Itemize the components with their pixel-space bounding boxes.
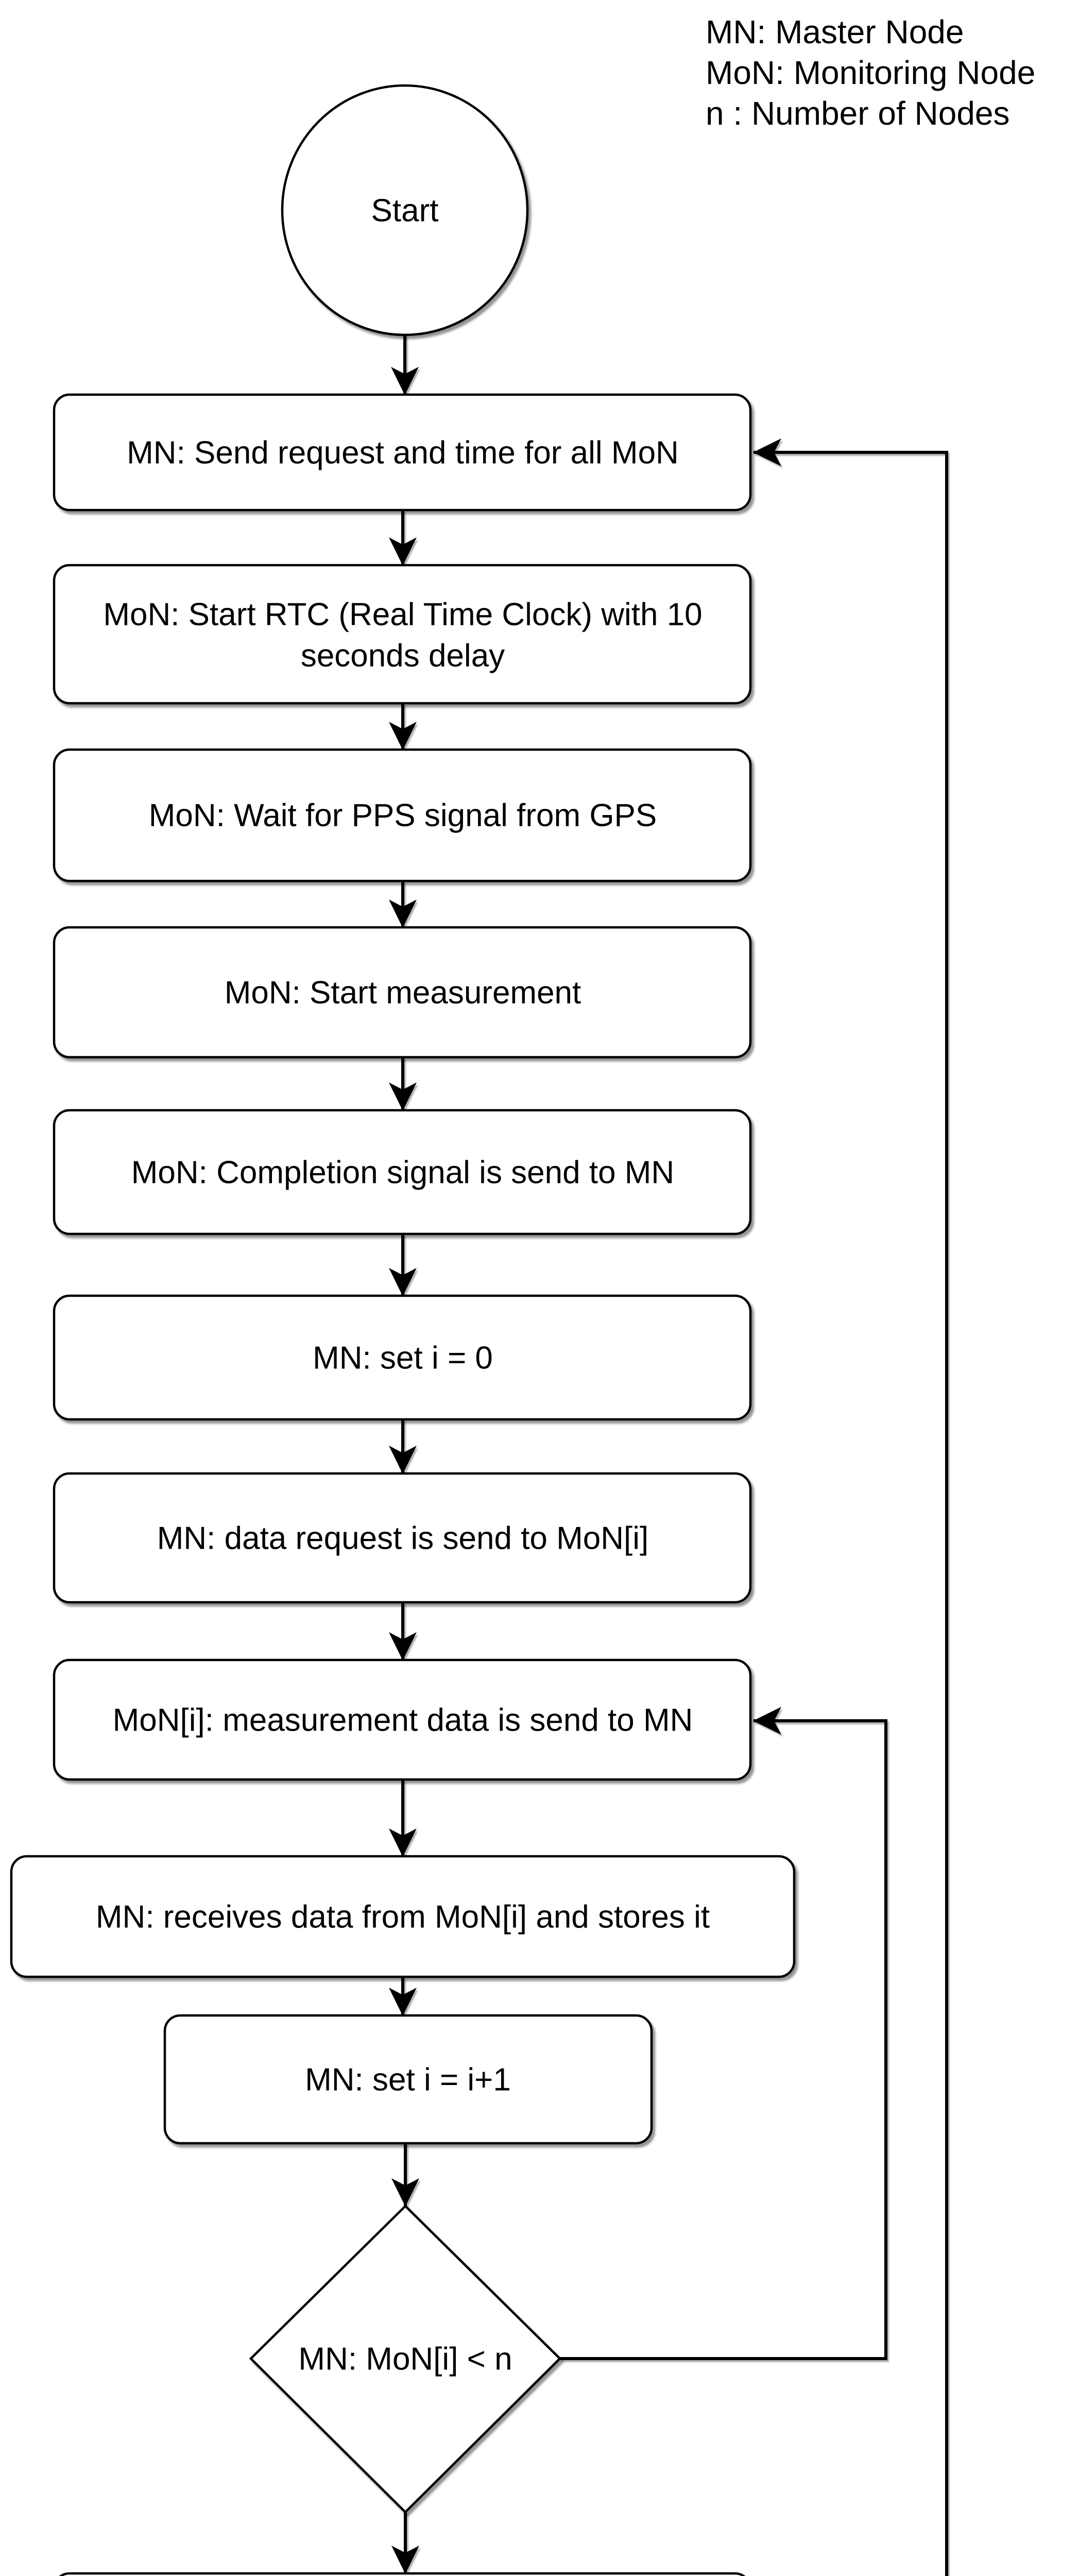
flow-node-set-i-zero: MN: set i = 0	[53, 1294, 752, 1421]
wait-pps-box	[53, 748, 752, 883]
set-i-increment-box	[163, 2014, 653, 2145]
flow-node-data-conversion: MN: data conversion (16 bit to G)	[59, 2572, 746, 2576]
arrow-decision-loop-to-measurement-data	[560, 1707, 887, 2360]
start-measurement-box	[53, 926, 752, 1059]
receives-data-label: MN: receives data from MoN[i] and stores…	[96, 1900, 710, 1935]
flow-node-receives-data: MN: receives data from MoN[i] and stores…	[10, 1855, 796, 1978]
flow-node-send-request: MN: Send request and time for all MoN	[53, 393, 752, 512]
start-rtc-box	[53, 564, 752, 705]
start-ellipse	[281, 84, 529, 336]
legend-line-monitoring-node: MoN: Monitoring Node	[706, 54, 1035, 91]
legend-line-master-node: MN: Master Node	[706, 13, 964, 50]
flow-node-data-request: MN: data request is send to MoN[i]	[53, 1472, 752, 1604]
flow-node-measurement-data: MoN[i]: measurement data is send to MN	[53, 1658, 752, 1781]
send-request-box	[53, 393, 752, 512]
completion-signal-box	[53, 1109, 752, 1235]
flow-node-wait-pps: MoN: Wait for PPS signal from GPS	[53, 748, 752, 883]
measurement-data-label: MoN[i]: measurement data is send to MN	[113, 1703, 693, 1738]
start-label: Start	[371, 193, 439, 229]
data-request-box	[53, 1472, 752, 1604]
start-rtc-label-line1: MoN: Start RTC (Real Time Clock) with 10	[103, 597, 702, 633]
flow-node-completion-signal: MoN: Completion signal is send to MN	[53, 1109, 752, 1235]
data-conversion-box	[59, 2572, 746, 2576]
legend-line-number-of-nodes: n : Number of Nodes	[706, 95, 1010, 132]
arrow-csv-generation-loop-to-send-request	[753, 438, 948, 2576]
flow-node-set-i-increment: MN: set i = i+1	[163, 2014, 653, 2145]
receives-data-box	[10, 1855, 796, 1978]
legend: MN: Master Node MoN: Monitoring Node n :…	[706, 13, 1035, 132]
flow-node-start-measurement: MoN: Start measurement	[53, 926, 752, 1059]
wait-pps-label: MoN: Wait for PPS signal from GPS	[149, 798, 657, 834]
start-measurement-label: MoN: Start measurement	[225, 975, 581, 1011]
decision-label: MN: MoN[i] < n	[298, 2342, 512, 2377]
start-rtc-label-line2: seconds delay	[301, 638, 505, 674]
completion-signal-label: MoN: Completion signal is send to MN	[131, 1155, 674, 1191]
decision-diamond	[249, 2204, 562, 2514]
flow-node-decision: MN: MoN[i] < n	[249, 2204, 562, 2514]
flow-edges	[389, 335, 948, 2576]
set-i-increment-label: MN: set i = i+1	[305, 2062, 511, 2098]
data-request-label: MN: data request is send to MoN[i]	[157, 1521, 649, 1556]
set-i-zero-box	[53, 1294, 752, 1421]
flow-node-start-rtc: MoN: Start RTC (Real Time Clock) with 10…	[53, 564, 752, 705]
set-i-zero-label: MN: set i = 0	[313, 1341, 493, 1376]
measurement-data-box	[53, 1658, 752, 1781]
flow-node-start: Start	[281, 84, 529, 336]
send-request-label: MN: Send request and time for all MoN	[127, 435, 679, 471]
